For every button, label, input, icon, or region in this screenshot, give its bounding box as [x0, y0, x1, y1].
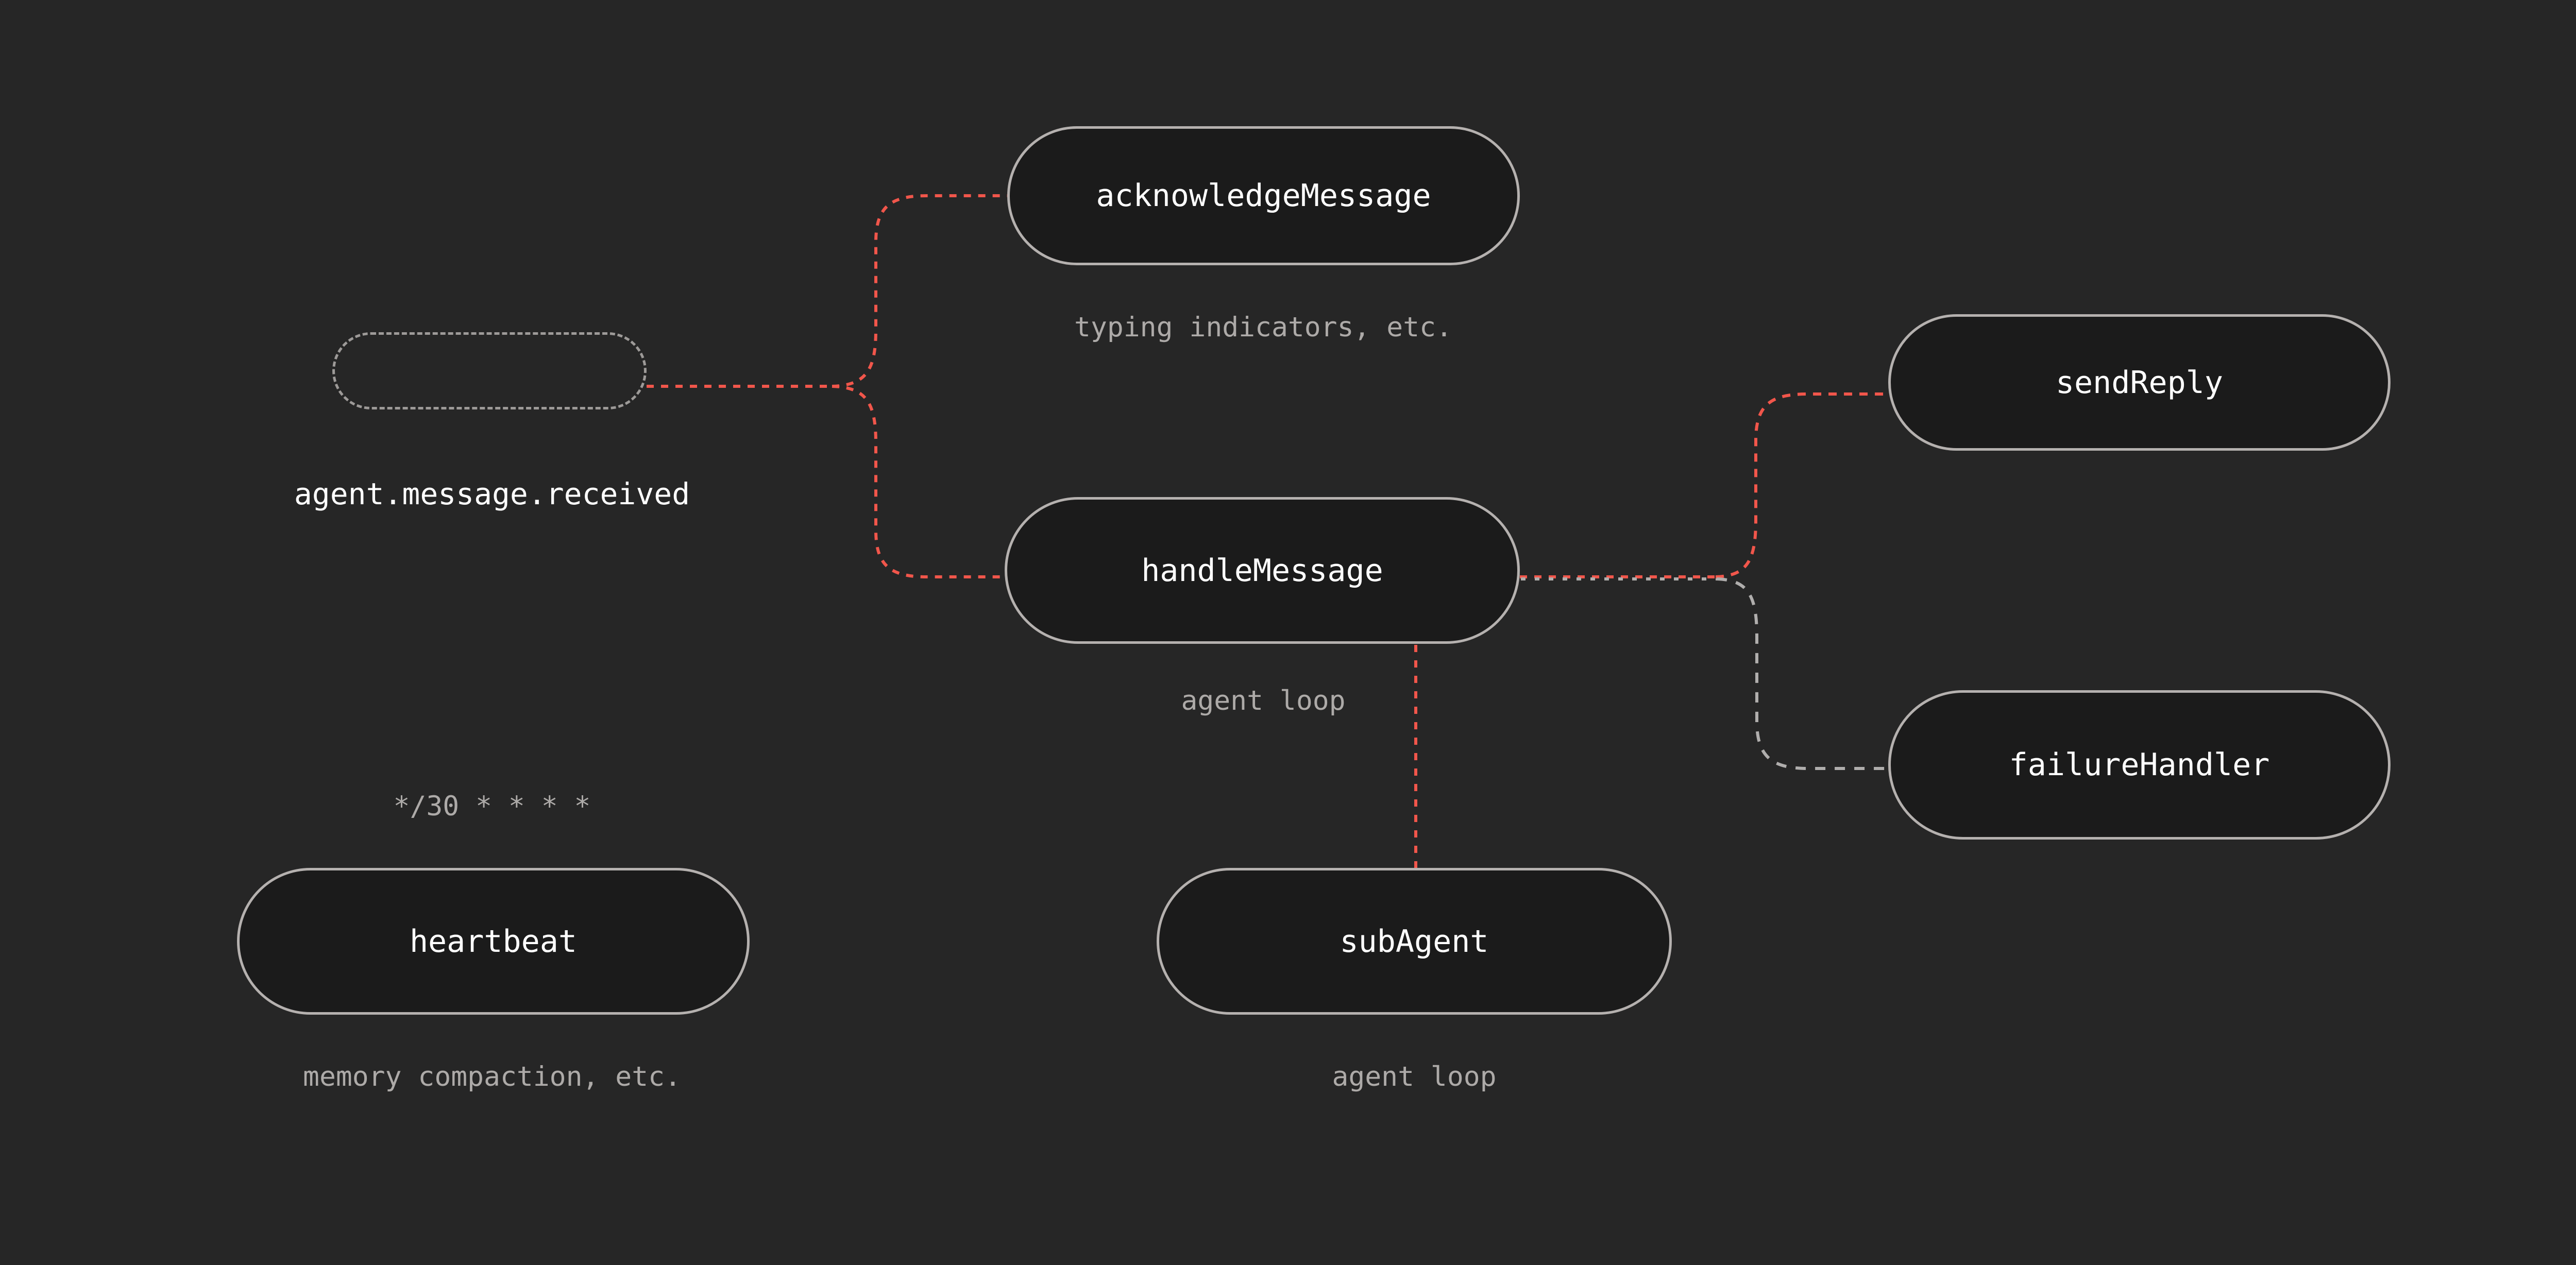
- node-handlemessage-label: handleMessage: [1141, 552, 1383, 589]
- node-acknowledgemessage-label: acknowledgeMessage: [1096, 178, 1431, 214]
- edge-handlemessage-to-failurehandler: [1716, 577, 1900, 770]
- node-trigger[interactable]: [332, 332, 647, 409]
- caption-subagent-sub: agent loop: [1332, 1061, 1497, 1092]
- node-acknowledgemessage[interactable]: acknowledgeMessage: [1007, 126, 1520, 265]
- caption-heartbeat-sub: memory compaction, etc.: [303, 1061, 681, 1092]
- caption-acknowledgemessage-sub: typing indicators, etc.: [1074, 312, 1452, 343]
- caption-handlemessage-sub: agent loop: [1181, 685, 1346, 716]
- node-heartbeat[interactable]: heartbeat: [237, 868, 750, 1015]
- node-heartbeat-label: heartbeat: [409, 923, 578, 960]
- node-sendreply-label: sendReply: [2055, 364, 2224, 401]
- node-subagent[interactable]: subAgent: [1157, 868, 1672, 1015]
- node-sendreply[interactable]: sendReply: [1888, 314, 2391, 451]
- node-handlemessage[interactable]: handleMessage: [1005, 497, 1520, 644]
- edge-trigger-to-handlemessage: [832, 385, 1005, 578]
- node-failurehandler[interactable]: failureHandler: [1888, 690, 2391, 840]
- caption-heartbeat-cron: */30 * * * *: [393, 791, 591, 822]
- node-subagent-label: subAgent: [1340, 923, 1489, 960]
- node-failurehandler-label: failureHandler: [2009, 747, 2270, 783]
- edge-handlemessage-to-sendreply: [1715, 392, 1900, 578]
- caption-trigger-label: agent.message.received: [294, 476, 690, 511]
- edge-trigger-to-acknowledgemessage: [832, 194, 1007, 388]
